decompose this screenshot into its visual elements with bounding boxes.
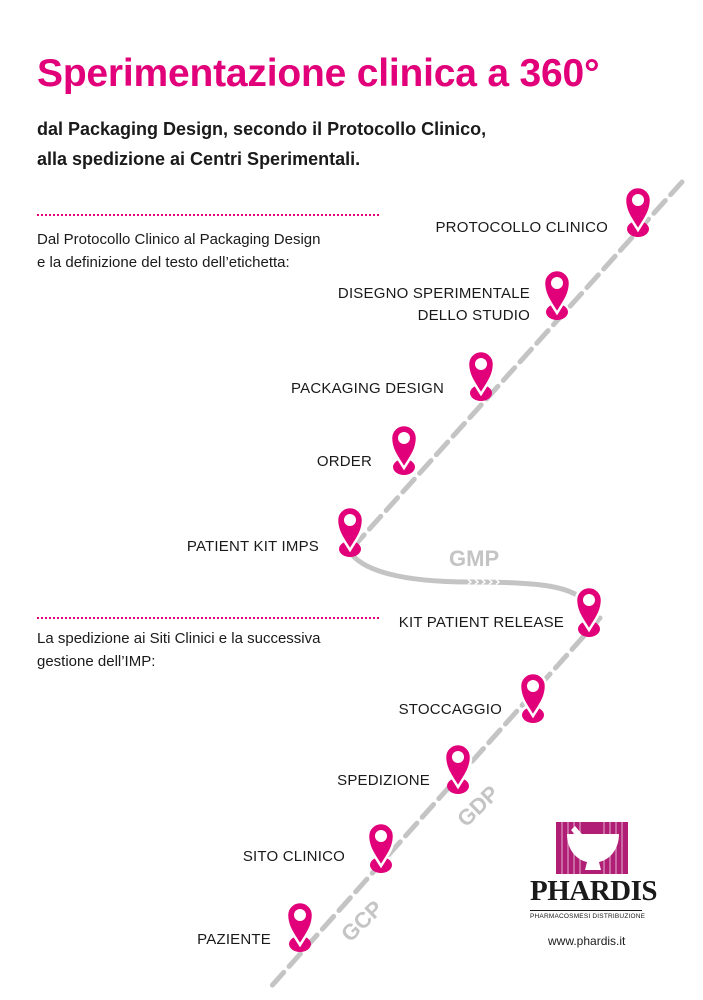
section-divider [37,617,379,619]
section-description-design: Dal Protocollo Clinico al Packaging Desi… [37,228,320,274]
step-label-line: PACKAGING DESIGN [291,380,444,397]
section-line: La spedizione ai Siti Clinici e la succe… [37,630,321,647]
map-pin-hole [398,432,410,444]
map-pin-body [335,505,365,553]
map-pin-body [574,585,604,633]
page-title: Sperimentazione clinica a 360° [37,52,600,95]
step-label-patient-kit-imps: PATIENT KIT IMPS [187,536,319,558]
map-pin-icon [542,268,572,320]
phase-label-gmp: GMP [449,546,499,571]
section-line: Dal Protocollo Clinico al Packaging Desi… [37,231,321,248]
page-subtitle: dal Packaging Design, secondo il Protoco… [37,114,486,174]
brand-tagline: PHARMACOSMESI DISTRIBUZIONE [530,910,645,920]
step-label-line: ORDER [316,453,372,470]
step-label-line: PROTOCOLLO CLINICO [435,219,608,236]
map-pin-hole [375,830,387,842]
step-label-line: DISEGNO SPERIMENTALE [337,285,530,302]
map-pin-body [623,185,653,233]
step-label-kit-patient-release: KIT PATIENT RELEASE [399,612,564,634]
map-pin-hole [452,751,464,763]
map-pin-hole [294,909,306,921]
subtitle-line: alla spedizione ai Centri Sperimentali. [37,149,361,169]
website-link[interactable]: www.phardis.it [548,934,626,948]
step-label-line: DELLO STUDIO [417,307,530,324]
section-description-shipping: La spedizione ai Siti Clinici e la succe… [37,627,320,673]
step-label-line: STOCCAGGIO [398,701,502,718]
section-line: gestione dell’IMP: [37,653,156,670]
map-pin-hole [344,514,356,526]
step-label-line: PAZIENTE [197,931,271,948]
map-pin-icon [389,423,419,475]
map-pin-icon [443,742,473,794]
map-pin-body [389,423,419,471]
step-label-disegno-sperimentale: DISEGNO SPERIMENTALE DELLO STUDIO [338,283,530,327]
section-line: e la definizione del testo dell’etichett… [37,254,290,271]
map-pin-icon [285,900,315,952]
map-pin-hole [475,358,487,370]
route-segment-upper [352,179,685,548]
step-label-protocollo-clinico: PROTOCOLLO CLINICO [435,217,608,239]
map-pin-body [518,671,548,719]
step-label-line: PATIENT KIT IMPS [186,538,319,555]
map-pin-body [542,268,572,316]
step-label-packaging-design: PACKAGING DESIGN [291,378,444,400]
map-pin-icon [518,671,548,723]
map-pin-body [466,349,496,397]
step-label-line: SPEDIZIONE [337,772,430,789]
map-pin-icon [623,185,653,237]
step-label-line: SITO CLINICO [242,848,345,865]
map-pin-hole [583,594,595,606]
subtitle-line: dal Packaging Design, secondo il Protoco… [37,119,487,139]
map-pin-hole [632,194,644,206]
step-label-sito-clinico: SITO CLINICO [243,846,345,868]
map-pin-body [443,742,473,790]
map-pin-body [366,821,396,869]
map-pin-icon [366,821,396,873]
map-pin-icon [466,349,496,401]
map-pin-hole [551,277,563,289]
step-label-order: ORDER [317,451,372,473]
step-label-spedizione: SPEDIZIONE [337,770,430,792]
step-label-paziente: PAZIENTE [197,929,271,951]
map-pin-body [285,900,315,948]
map-pin-hole [527,680,539,692]
map-pin-icon [574,585,604,637]
map-pin-icon [335,505,365,557]
section-divider [37,214,379,216]
step-label-stoccaggio: STOCCAGGIO [399,699,502,721]
brand-name: PHARDIS [530,875,658,907]
step-label-line: KIT PATIENT RELEASE [398,614,564,631]
mortar-pestle-icon [556,822,628,874]
route-direction-arrows [467,578,501,586]
